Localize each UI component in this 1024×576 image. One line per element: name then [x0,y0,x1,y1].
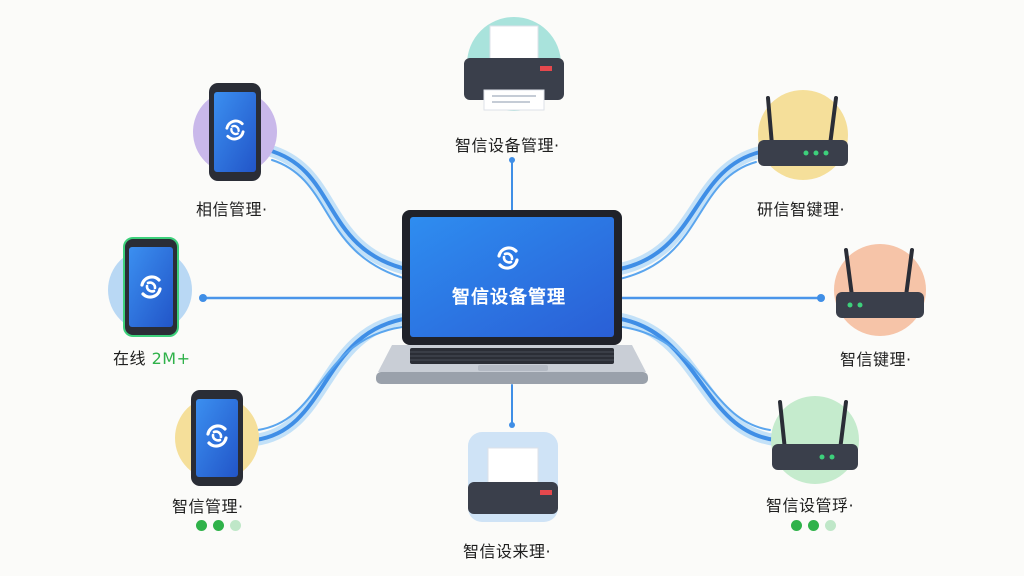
label-phone-purple: 相信管理· [196,200,268,219]
printer-icon [468,482,558,514]
laptop-icon[interactable] [376,210,648,384]
status-dot [791,520,802,531]
label-printer-bottom: 智信设来理· [463,542,552,561]
phone-purple[interactable] [193,83,277,181]
online-count-badge: 2M+ [151,349,191,368]
connector-bottom-right [609,312,781,446]
label-phone-blue-left: 在线 2M+ [113,345,191,369]
status-dot [213,520,224,531]
status-dot [230,520,241,531]
label-router-green: 智信设管琈· [766,496,855,515]
label-phone-yellow: 智信管理· [172,497,244,516]
status-dots-left [196,520,241,531]
label-prefix: 在线 [113,349,147,368]
status-dots-right [791,520,836,531]
wifi-router-icon [836,292,924,318]
wifi-router-icon [772,444,858,470]
router-yellow[interactable] [758,90,848,180]
wifi-router-icon [758,140,848,166]
printer-bottom[interactable] [468,432,558,522]
router-green[interactable] [771,396,859,484]
connector-top-right [609,146,766,281]
status-dot [808,520,819,531]
label-printer-top: 智信设备管理· [455,136,560,155]
router-orange[interactable] [834,244,926,336]
status-dot [825,520,836,531]
printer-top[interactable] [464,17,564,111]
label-router-orange: 智信键理· [840,350,912,369]
phone-blue-left[interactable] [108,237,192,337]
connector-top-left [262,144,416,281]
status-dot [196,520,207,531]
screen-title: 智信设备管理 [452,287,566,308]
label-router-yellow: 研信智键理· [757,200,846,219]
connector-bottom-left [249,312,416,446]
phone-yellow[interactable] [175,390,259,486]
connectors [199,144,825,446]
